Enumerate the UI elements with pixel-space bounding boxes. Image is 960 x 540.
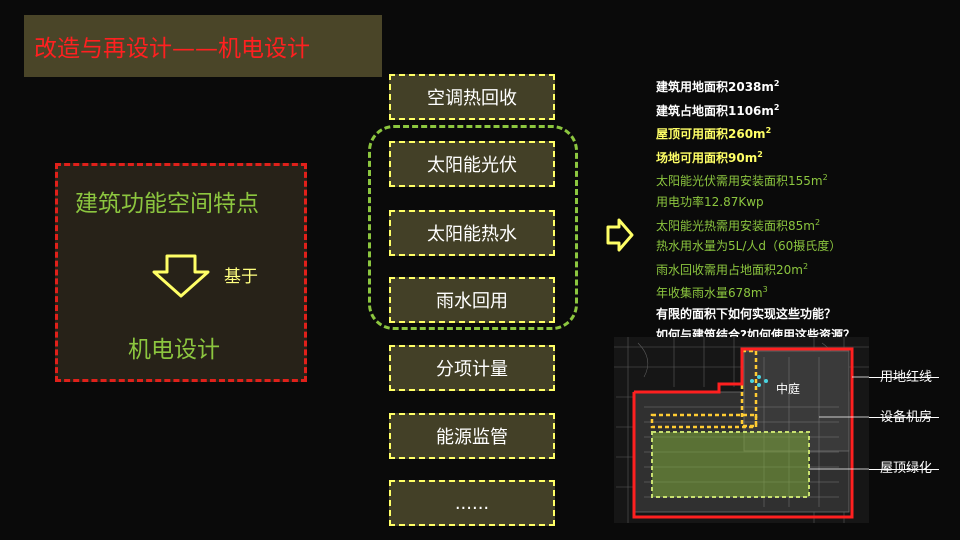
- stats-list: 建筑用地面积2038m2 建筑占地面积1106m2 屋顶可用面积260m2 场地…: [656, 74, 855, 345]
- system-item[interactable]: 雨水回用: [389, 277, 555, 323]
- question-row: 有限的面积下如何实现这些功能？: [656, 306, 837, 321]
- stat-row: 场地可用面积90m2: [656, 149, 763, 165]
- system-item[interactable]: 分项计量: [389, 345, 555, 391]
- system-item[interactable]: 太阳能光伏: [389, 141, 555, 187]
- based-on-label: 基于: [224, 267, 258, 287]
- solar-group-outline: [368, 125, 578, 330]
- plan-label-red-line: 用地红线: [880, 370, 933, 385]
- site-plan: [614, 337, 869, 523]
- right-arrow-icon: [606, 218, 634, 252]
- stat-row: 太阳能光热需用安装面积85m2: [656, 217, 821, 233]
- stat-row: 热水用水量为5L/人d（60摄氏度）: [656, 239, 842, 254]
- leader-line: [869, 377, 939, 378]
- system-item[interactable]: 空调热回收: [389, 74, 555, 120]
- stat-row: 建筑用地面积2038m2: [656, 79, 780, 94]
- down-arrow-icon: [152, 254, 210, 298]
- title-box: 改造与再设计——机电设计: [24, 15, 382, 77]
- stat-row: 屋顶可用面积260m2: [656, 126, 772, 142]
- panel-footer: 机电设计: [128, 337, 220, 363]
- plan-label-courtyard: 中庭: [776, 382, 801, 396]
- stat-row: 用电功率12.87Kwp: [656, 194, 764, 209]
- stat-row: 建筑占地面积1106m2: [656, 102, 780, 118]
- leader-line: [869, 417, 939, 418]
- system-item[interactable]: ......: [389, 480, 555, 526]
- panel-heading: 建筑功能空间特点: [75, 191, 259, 217]
- stat-row: 太阳能光伏需用安装面积155m2: [656, 173, 828, 189]
- plan-label-equipment-room: 设备机房: [880, 410, 933, 425]
- page-title: 改造与再设计——机电设计: [34, 36, 310, 62]
- system-item[interactable]: 太阳能热水: [389, 210, 555, 256]
- plan-label-roof-green: 屋顶绿化: [880, 461, 933, 476]
- leader-line: [869, 469, 939, 470]
- stat-row: 雨水回收需用占地面积20m2: [656, 261, 809, 277]
- stat-row: 年收集雨水量678m3: [656, 285, 768, 301]
- feature-panel: 建筑功能空间特点 基于 机电设计: [55, 163, 307, 382]
- system-item[interactable]: 能源监管: [389, 413, 555, 459]
